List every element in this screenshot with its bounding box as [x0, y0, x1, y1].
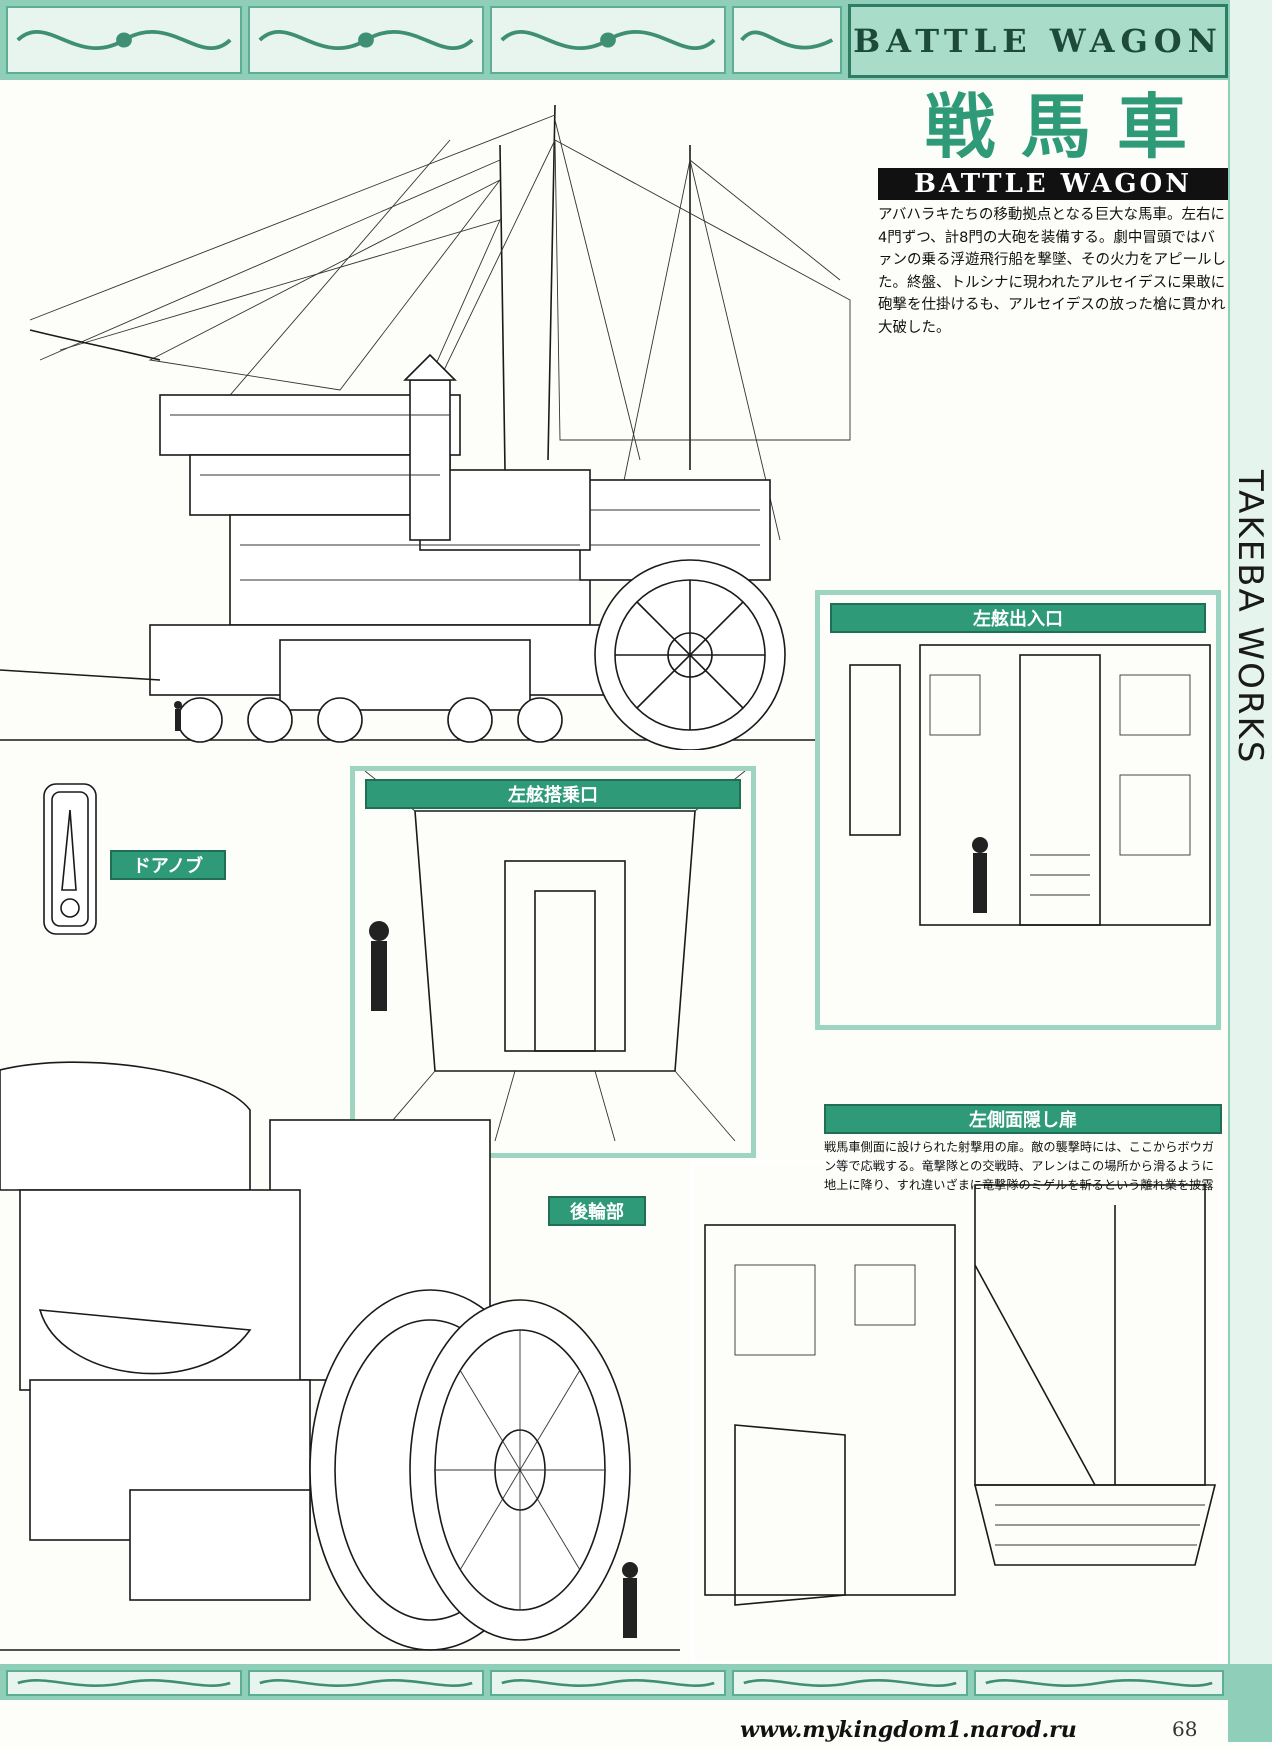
right-ornament-border	[1228, 0, 1272, 1742]
label-port-entrance: 左舷出入口	[830, 603, 1206, 633]
label-left-hidden-door: 左側面隠し扉	[824, 1104, 1222, 1134]
ornament-panel	[490, 1670, 726, 1696]
ornament-panel	[732, 1670, 968, 1696]
page-title: 戦馬車	[925, 85, 1213, 168]
ornament-panel	[6, 1670, 242, 1696]
section-title-plate: BATTLE WAGON	[848, 4, 1228, 78]
ornament-panel	[732, 6, 842, 74]
hidden-door-note: 戦馬車側面に設けられた射撃用の扉。敵の襲撃時には、ここからボウガン等で応戦する。…	[824, 1140, 1214, 1192]
page-number: 68	[1172, 1717, 1198, 1741]
ornament-panel	[6, 6, 242, 74]
side-tag: TAKEBA WORKS	[1230, 470, 1270, 765]
ornament-panel	[248, 6, 484, 74]
label-port-boarding: 左舷搭乗口	[365, 779, 741, 809]
port-boarding-sketch	[364, 771, 746, 1142]
panel-port-entrance: 左舷出入口	[815, 590, 1221, 1030]
section-plate-text: BATTLE WAGON	[853, 22, 1223, 60]
label-door-knob: ドアノブ	[110, 850, 226, 880]
panel-port-boarding: 左舷搭乗口	[350, 766, 756, 1158]
door-knob-illustration	[43, 783, 97, 935]
rear-wheel-illustration	[0, 1061, 680, 1651]
port-entrance-sketch	[849, 644, 1211, 926]
description-text: アバハラキたちの移動拠点となる巨大な馬車。左右に4門ずつ、計8門の大砲を装備する…	[878, 207, 1226, 336]
footer-strip	[0, 1700, 1228, 1742]
battle-wagon-illustration	[0, 104, 851, 750]
label-rear-wheel: 後輪部	[548, 1196, 646, 1226]
ornament-panel	[974, 1670, 1224, 1696]
panel-left-hidden-door	[690, 1160, 1224, 1668]
ornament-panel	[490, 6, 726, 74]
left-hidden-door-sketch	[704, 1184, 1217, 1606]
footer-url: www.mykingdom1.narod.ru	[740, 1717, 1077, 1743]
page-subtitle: BATTLE WAGON	[878, 168, 1228, 200]
ornament-panel	[248, 1670, 484, 1696]
